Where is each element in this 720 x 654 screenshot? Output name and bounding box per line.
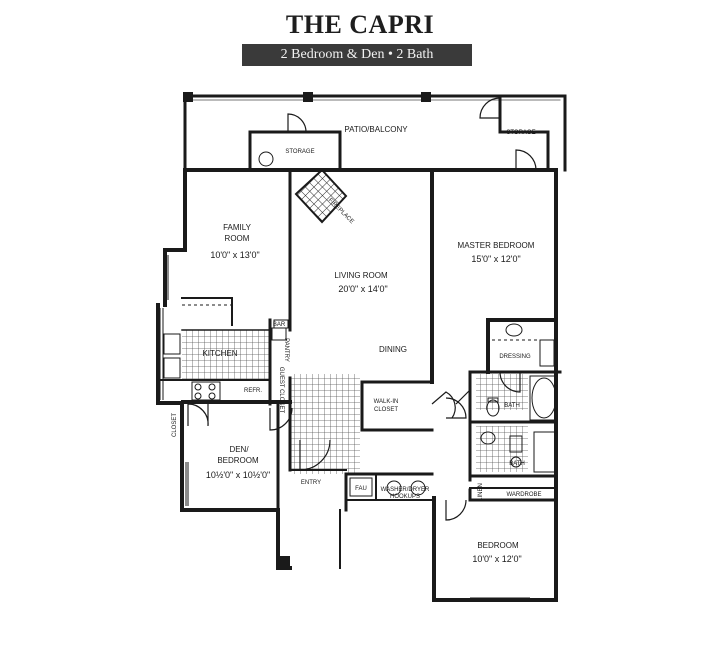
balcony-posts bbox=[183, 92, 431, 566]
label-entry: ENTRY bbox=[301, 480, 321, 486]
label-den: DEN/ bbox=[229, 445, 249, 454]
label-closet: CLOSET bbox=[172, 413, 178, 437]
label-bar: BAR bbox=[273, 322, 286, 328]
windows bbox=[159, 255, 530, 602]
label-bedroom-size: 10'0" x 12'0" bbox=[472, 554, 521, 564]
label-dressing: DRESSING bbox=[499, 354, 531, 360]
fixtures bbox=[163, 151, 557, 497]
plan-subtitle: 2 Bedroom & Den • 2 Bath bbox=[242, 44, 472, 66]
label-fau: FAU bbox=[355, 486, 367, 492]
label-bath-second: BATH bbox=[509, 461, 525, 467]
label-refr: REFR. bbox=[244, 388, 262, 394]
label-family-room: FAMILY bbox=[223, 223, 252, 232]
label-dining: DINING bbox=[379, 345, 407, 354]
label-kitchen: KITCHEN bbox=[202, 349, 237, 358]
label-storage-right: STORAGE bbox=[506, 130, 535, 136]
label-wardrobe: WARDROBE bbox=[506, 492, 541, 498]
label-washer-dryer-2: HOOKUPS bbox=[390, 494, 420, 500]
label-walk-in-closet: WALK-IN bbox=[374, 399, 399, 405]
label-walk-in-closet-2: CLOSET bbox=[374, 407, 398, 413]
label-bath-master: BATH bbox=[504, 403, 520, 409]
label-den-size: 10½'0" x 10½'0" bbox=[206, 470, 270, 480]
label-family-room-2: ROOM bbox=[225, 234, 250, 243]
dashed-openings bbox=[182, 282, 540, 341]
label-family-room-size: 10'0" x 13'0" bbox=[210, 250, 259, 260]
label-pantry: PANTRY bbox=[283, 338, 289, 362]
label-washer-dryer: WASHER/DRYER bbox=[381, 487, 430, 493]
door-swings bbox=[187, 97, 537, 521]
label-living-room-size: 20'0" x 14'0" bbox=[338, 284, 387, 294]
plan-title: THE CAPRI bbox=[285, 10, 435, 39]
label-master-bedroom-size: 15'0" x 12'0" bbox=[471, 254, 520, 264]
label-den-2: BEDROOM bbox=[217, 456, 259, 465]
label-living-room: LIVING ROOM bbox=[334, 271, 388, 280]
label-bedroom: BEDROOM bbox=[477, 541, 519, 550]
label-master-bedroom: MASTER BEDROOM bbox=[458, 241, 535, 250]
label-storage-left: STORAGE bbox=[285, 149, 314, 155]
label-linen: LINEN bbox=[478, 483, 484, 501]
walls bbox=[156, 94, 567, 602]
fireplace-hearth bbox=[294, 168, 348, 224]
label-guest-closet: GUEST CLOSET bbox=[278, 367, 284, 414]
label-patio: PATIO/BALCONY bbox=[344, 125, 408, 134]
